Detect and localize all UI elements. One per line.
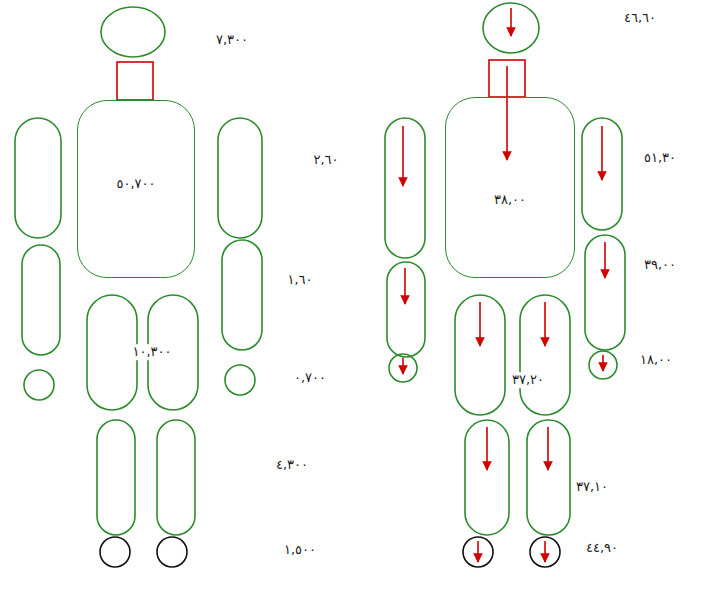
- forearm-segment: [585, 235, 625, 350]
- forearm-segment: [387, 262, 425, 357]
- segment-value: ٣٩,٠٠: [642, 257, 678, 273]
- center-arrow: [506, 66, 508, 160]
- shank-segment: [97, 420, 135, 535]
- center-arrow: [547, 427, 549, 470]
- thigh-segment: [455, 295, 505, 415]
- upper-arm-segment: [385, 118, 425, 258]
- center-arrow: [544, 302, 546, 346]
- center-arrow: [486, 427, 488, 470]
- segment-value: ٣٧,١٠: [574, 479, 610, 495]
- foot-segment: [463, 537, 493, 567]
- center-arrow: [604, 242, 606, 278]
- trunk-segment: ٣٨,٠٠: [445, 97, 575, 278]
- foot-segment: [530, 537, 560, 567]
- segment-value: ١٠,٣٠٠: [130, 344, 173, 360]
- head-segment: [101, 7, 165, 57]
- center-arrow: [402, 126, 404, 186]
- center-arrow: [402, 358, 404, 374]
- head-segment: [483, 3, 539, 53]
- center-arrow: [479, 302, 481, 346]
- center-arrow: [601, 126, 603, 180]
- forearm-segment: [22, 245, 60, 355]
- upper-arm-segment: [218, 118, 262, 238]
- center-arrow: [510, 8, 512, 36]
- center-arrow: [404, 268, 406, 304]
- segment-value: ٤٦,٦٠: [622, 10, 658, 26]
- segment-value: ٣٧,٢٠: [510, 372, 546, 388]
- segment-value: ١٨,٠٠: [638, 352, 674, 368]
- trunk-segment: ٥٠,٧٠٠: [77, 100, 195, 278]
- segment-value: ٢,٦٠: [311, 152, 340, 168]
- hand-segment: [589, 351, 617, 379]
- foot-segment: [157, 537, 187, 567]
- thigh-segment: [520, 295, 570, 415]
- neck-segment: [117, 62, 153, 100]
- segment-value: ١,٦٠: [285, 272, 314, 288]
- shank-segment: [465, 420, 509, 535]
- segment-value: ٤٤,٩٠: [584, 540, 620, 556]
- center-arrow: [477, 541, 479, 562]
- center-arrow: [602, 355, 604, 371]
- segment-value: ١,٥٠٠: [282, 542, 318, 558]
- segment-value: ٧,٣٠٠: [214, 32, 250, 48]
- hand-segment: [389, 354, 417, 382]
- mass-value: ٥٠,٧٠٠: [116, 176, 155, 192]
- segment-value: ٥١,٣٠: [642, 150, 678, 166]
- shank-segment: [527, 420, 570, 535]
- mass-value: ٣٨,٠٠: [494, 192, 526, 208]
- shank-segment: [157, 420, 195, 535]
- center-arrow: [544, 541, 546, 562]
- hand-segment: [225, 365, 255, 395]
- foot-segment: [100, 537, 130, 567]
- forearm-segment: [222, 240, 262, 350]
- hand-segment: [24, 370, 54, 400]
- segment-value: ٠,٧٠٠: [292, 370, 328, 386]
- upper-arm-segment: [15, 118, 61, 238]
- upper-arm-segment: [582, 118, 622, 230]
- segment-value: ٤,٣٠٠: [274, 457, 310, 473]
